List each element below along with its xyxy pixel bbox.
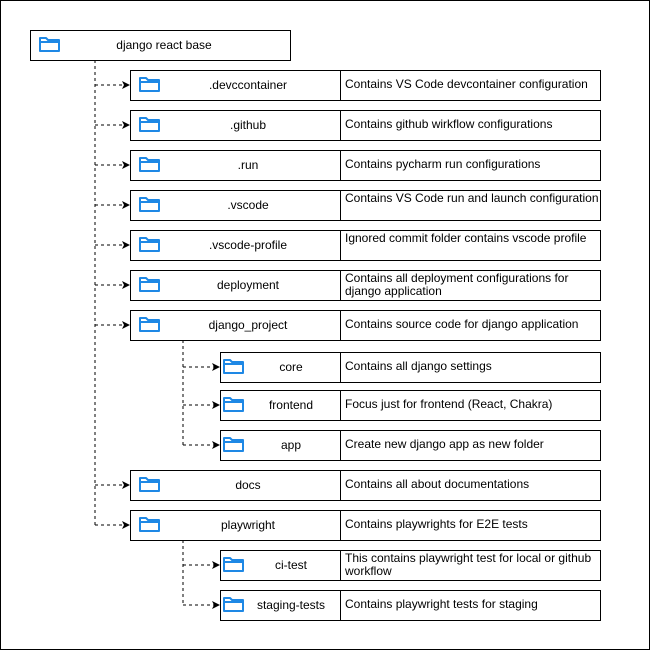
folder-icon: [139, 477, 160, 492]
folder-name-box: [130, 510, 341, 541]
folder-description-box: [340, 230, 601, 261]
folder-name: .run: [237, 158, 259, 172]
folder-description: Ignored commit folder contains vscode pr…: [345, 232, 587, 245]
folder-icon: [223, 597, 244, 612]
folder-name: .vscode-profile: [208, 238, 288, 252]
folder-icon: [139, 517, 160, 532]
subfolder-description-box: [340, 430, 601, 461]
folder-description-box: [340, 190, 601, 221]
folder-name: docs: [235, 478, 261, 492]
folder-description-box: [340, 110, 601, 141]
subfolder-name: ci-test: [274, 558, 307, 572]
folder-description-box: [340, 70, 601, 101]
subfolder-name: frontend: [268, 398, 314, 412]
subfolder-description-box: [340, 550, 601, 581]
subfolder-description-box: [340, 590, 601, 621]
folder-icon: [139, 117, 160, 132]
folder-name: .github: [229, 118, 267, 132]
folder-name-box: [130, 110, 341, 141]
folder-name-box: [130, 70, 341, 101]
folder-name: deployment: [216, 278, 280, 292]
folder-description: Contains github wirkflow configurations: [345, 118, 553, 131]
folder-name-box: [130, 310, 341, 341]
folder-description: Contains all about documentations: [345, 478, 530, 491]
folder-icon: [223, 397, 244, 412]
folder-icon: [223, 557, 244, 572]
subfolder-name: app: [280, 438, 302, 452]
folder-description: Contains VS Code run and launch configur…: [345, 192, 599, 205]
root-folder-name: django react base: [116, 38, 212, 52]
folder-description-box: [340, 470, 601, 501]
folder-icon: [139, 157, 160, 172]
folder-description: Contains playwrights for E2E tests: [345, 518, 528, 531]
folder-name: .vscode: [227, 198, 269, 212]
folder-description-box: [340, 310, 601, 341]
folder-description: Contains pycharm run configurations: [345, 158, 541, 171]
folder-description: Contains VS Code devcontainer configurat…: [345, 78, 588, 91]
folder-description-box: [340, 510, 601, 541]
folder-icon: [139, 197, 160, 212]
folder-name-box: [130, 150, 341, 181]
folder-name: django_project: [208, 318, 288, 332]
root-box: [30, 30, 291, 61]
subfolder-name: core: [279, 360, 303, 374]
folder-description-box: [340, 270, 601, 301]
subfolder-description-box: [340, 390, 601, 421]
subfolder-description-box: [340, 352, 601, 383]
folder-name: playwright: [220, 518, 276, 532]
subfolder-description: Contains playwright tests for staging: [345, 598, 538, 611]
folder-icon: [223, 437, 244, 452]
subfolder-name: staging-tests: [256, 598, 326, 612]
folder-icon: [223, 359, 244, 374]
folder-name-box: [130, 190, 341, 221]
folder-icon: [139, 77, 160, 92]
folder-name-box: [130, 470, 341, 501]
folder-description: Contains all deployment configurations f…: [345, 272, 569, 298]
subfolder-description: Contains all django settings: [345, 360, 492, 373]
subfolder-description: This contains playwright test for local …: [345, 552, 592, 578]
folder-icon: [39, 37, 60, 52]
folder-description: Contains source code for django applicat…: [345, 318, 579, 331]
folder-icon: [139, 317, 160, 332]
folder-icon: [139, 277, 160, 292]
folder-name: .devccontainer: [208, 78, 288, 92]
folder-icon: [139, 237, 160, 252]
subfolder-description: Create new django app as new folder: [345, 438, 544, 451]
subfolder-description: Focus just for frontend (React, Chakra): [345, 398, 553, 411]
folder-name-box: [130, 230, 341, 261]
folder-description-box: [340, 150, 601, 181]
